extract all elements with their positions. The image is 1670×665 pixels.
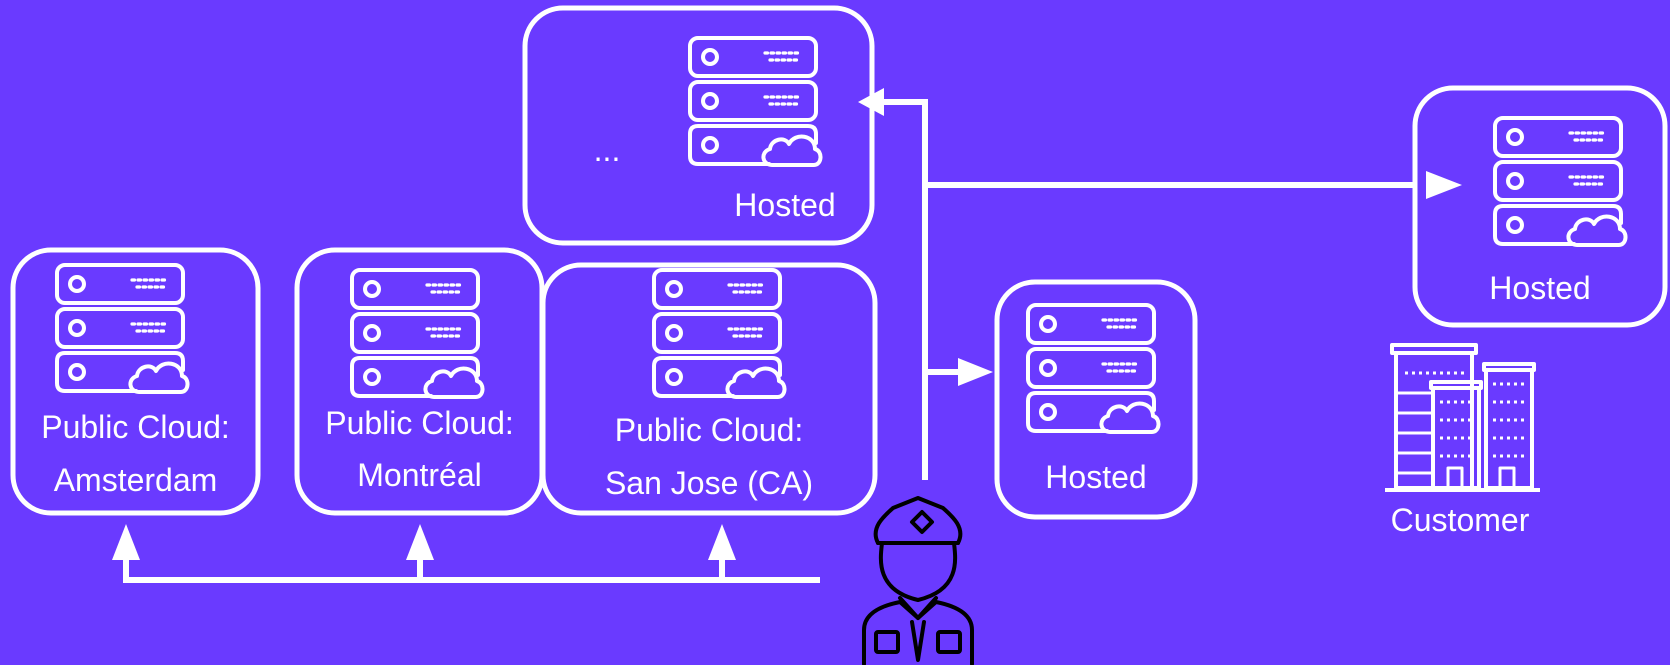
server-cloud-icon [1026,303,1161,434]
hosted-right-label: Hosted [1489,270,1591,306]
amsterdam-label-line2: Amsterdam [53,462,218,498]
arrowhead [958,358,993,386]
server-cloud-icon [350,268,485,399]
server-cloud-icon [652,268,787,399]
customer-label: Customer [1390,502,1530,538]
hosted-middle-label: Hosted [1045,459,1147,495]
amsterdam-label-line1: Public Cloud: [41,409,230,445]
hosted-right-box [1412,85,1668,328]
arrowhead [708,524,736,560]
san-jose-label-line1: Public Cloud: [614,412,804,448]
server-cloud-icon [55,263,190,394]
hosted-top-ellipsis: ... [593,132,621,168]
server-cloud-icon [1493,116,1628,247]
hosted-top-label: Hosted [734,187,836,223]
montreal-label-line1: Public Cloud: [325,405,514,441]
hosted-middle-box [994,279,1198,520]
office-buildings-icon [1385,343,1540,492]
server-cloud-icon [688,36,823,167]
hosted-top-box [522,5,875,246]
arrowhead [406,524,434,560]
arrowhead [112,524,140,560]
amsterdam-box [10,247,261,516]
arrowhead [1426,171,1462,199]
arrowhead [858,88,884,116]
san-jose-label-line2: San Jose (CA) [604,465,814,501]
connector-up [865,98,928,480]
connector-bottom [123,552,820,583]
san-jose-box [540,262,878,516]
montreal-label-line2: Montréal [357,457,482,493]
police-officer-icon [862,496,974,665]
